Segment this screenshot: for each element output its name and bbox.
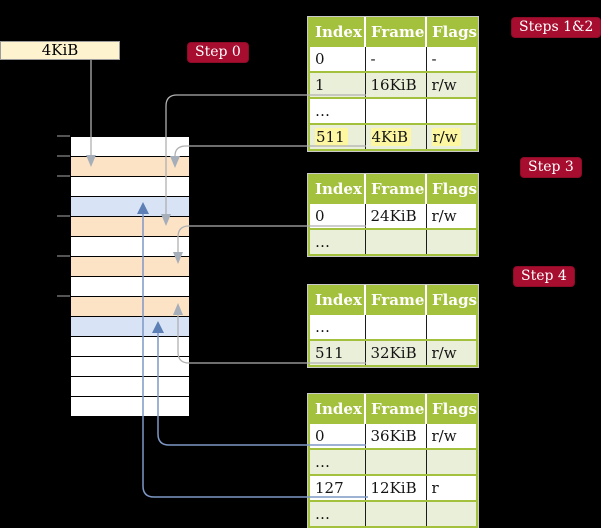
cell-frame — [365, 97, 427, 124]
memory-frame-free — [71, 357, 189, 377]
cell-index: 0 — [309, 202, 366, 229]
table-row: … — [309, 448, 477, 475]
cell-frame — [365, 448, 427, 475]
table-header-row: Index Frame Flags — [309, 175, 477, 203]
cell-flags — [426, 313, 477, 340]
memory-frame-free — [71, 397, 189, 416]
highlight: 511 — [315, 128, 348, 146]
table-header-row: Index Frame Flags — [309, 395, 477, 423]
cell-index: 511 — [309, 123, 366, 150]
cell-flags: - — [426, 45, 477, 72]
cell-flags: r/w — [426, 202, 477, 229]
badge-steps-1-2: Steps 1&2 — [511, 17, 601, 38]
memory-frame-page — [71, 197, 189, 217]
memory-frame-table — [71, 157, 189, 177]
page-table-final: Index Frame Flags 0 36KiB r/w … 127 12Ki… — [308, 394, 478, 528]
memory-tick-marks — [57, 135, 70, 297]
badge-step-0: Step 0 — [187, 42, 249, 63]
cell-frame: 24KiB — [365, 202, 427, 229]
memory-frame-free — [71, 137, 189, 157]
table-row: 511 32KiB r/w — [309, 339, 477, 366]
table-row: 1 16KiB r/w — [309, 71, 477, 98]
badge-step-3: Step 3 — [520, 157, 582, 178]
cell-index: … — [309, 500, 366, 527]
cell-flags: r/w — [426, 339, 477, 366]
memory-frame-free — [71, 377, 189, 397]
memory-frame-page — [71, 317, 189, 337]
table-row: … — [309, 313, 477, 340]
table-row: … — [309, 97, 477, 124]
cell-frame: 12KiB — [365, 474, 427, 501]
cell-flags — [426, 448, 477, 475]
cell-index: … — [309, 313, 366, 340]
cell-index: … — [309, 228, 366, 255]
table-header-row: Index Frame Flags — [309, 18, 477, 46]
cell-frame: 16KiB — [365, 71, 427, 98]
cell-frame — [365, 228, 427, 255]
col-header-flags: Flags — [426, 286, 477, 314]
table-row: 0 - - — [309, 45, 477, 72]
cell-flags — [426, 500, 477, 527]
cell-frame — [365, 500, 427, 527]
cell-index: 0 — [309, 45, 366, 72]
table-row: 127 12KiB r — [309, 474, 477, 501]
highlight: r/w — [431, 128, 461, 146]
physical-memory-strip — [70, 136, 190, 417]
col-header-index: Index — [309, 18, 366, 46]
memory-frame-free — [71, 177, 189, 197]
table-row: … — [309, 500, 477, 527]
cell-frame: 4KiB — [365, 123, 427, 150]
col-header-frame: Frame — [365, 175, 427, 203]
cell-frame — [365, 313, 427, 340]
cell-frame: 36KiB — [365, 422, 427, 449]
col-header-index: Index — [309, 175, 366, 203]
cell-flags: r/w — [426, 422, 477, 449]
page-table-step-3: Index Frame Flags 0 24KiB r/w … — [308, 174, 478, 256]
col-header-frame: Frame — [365, 395, 427, 423]
col-header-index: Index — [309, 395, 366, 423]
cell-index: 1 — [309, 71, 366, 98]
cell-index: 511 — [309, 339, 366, 366]
cell-frame: 32KiB — [365, 339, 427, 366]
cell-flags: r/w — [426, 123, 477, 150]
memory-frame-table — [71, 257, 189, 277]
col-header-frame: Frame — [365, 286, 427, 314]
cell-flags — [426, 97, 477, 124]
table-row: 0 24KiB r/w — [309, 202, 477, 229]
memory-frame-free — [71, 277, 189, 297]
badge-step-4: Step 4 — [513, 266, 575, 287]
page-table-step-4: Index Frame Flags … 511 32KiB r/w — [308, 285, 478, 367]
cell-index: … — [309, 97, 366, 124]
cell-flags: r/w — [426, 71, 477, 98]
highlight: 4KiB — [370, 128, 412, 146]
cell-index: 127 — [309, 474, 366, 501]
table-header-row: Index Frame Flags — [309, 286, 477, 314]
cell-flags — [426, 228, 477, 255]
col-header-frame: Frame — [365, 18, 427, 46]
cell-index: 0 — [309, 422, 366, 449]
col-header-index: Index — [309, 286, 366, 314]
table-row: 0 36KiB r/w — [309, 422, 477, 449]
memory-frame-free — [71, 337, 189, 357]
cell-flags: r — [426, 474, 477, 501]
table-row: … — [309, 228, 477, 255]
col-header-flags: Flags — [426, 18, 477, 46]
col-header-flags: Flags — [426, 395, 477, 423]
memory-frame-table — [71, 297, 189, 317]
table-row-highlighted: 511 4KiB r/w — [309, 123, 477, 150]
frame-label-4kib: 4KiB — [0, 41, 120, 60]
cell-frame: - — [365, 45, 427, 72]
memory-frame-table — [71, 217, 189, 237]
memory-frame-free — [71, 237, 189, 257]
cell-index: … — [309, 448, 366, 475]
col-header-flags: Flags — [426, 175, 477, 203]
page-table-steps-1-2: Index Frame Flags 0 - - 1 16KiB r/w … 51… — [308, 17, 478, 151]
